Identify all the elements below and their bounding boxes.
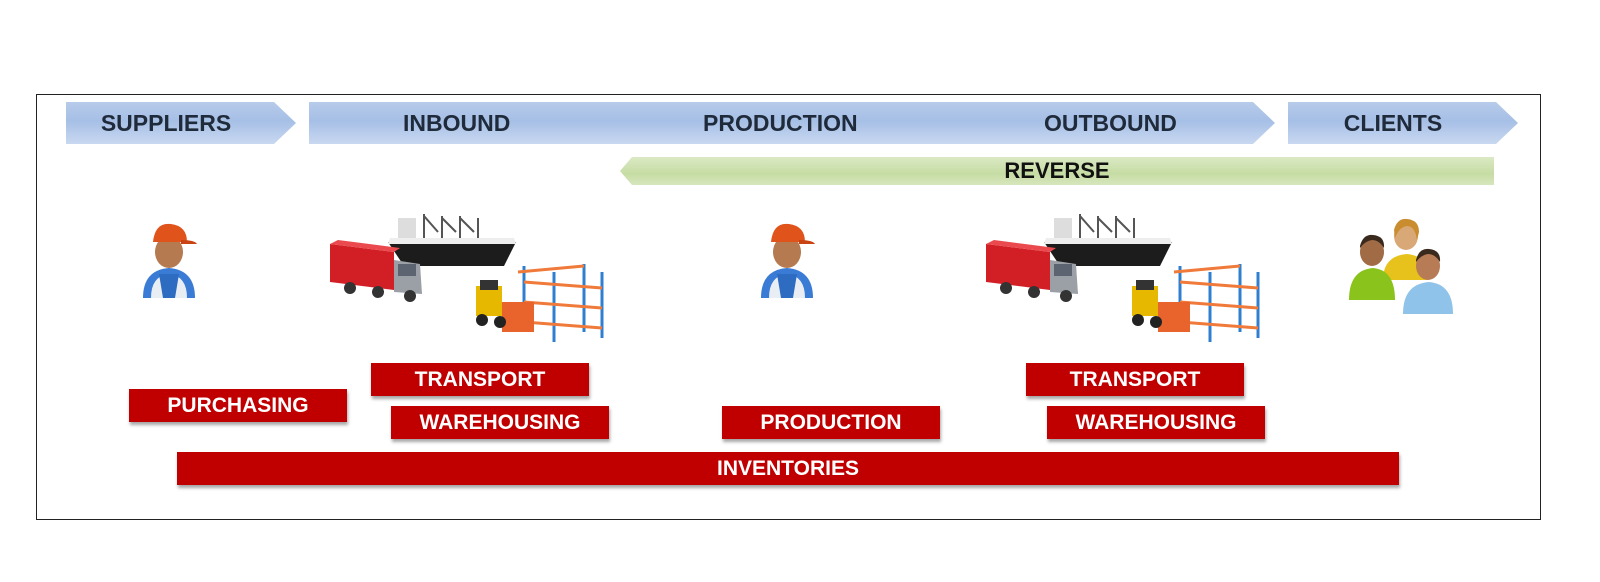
reverse-label: REVERSE: [1004, 158, 1110, 183]
activity-warehousing-inbound: WAREHOUSING: [391, 406, 609, 439]
reverse-arrow: REVERSE: [620, 157, 1494, 185]
activity-transport-inbound-label: TRANSPORT: [414, 367, 546, 391]
clients-group-icon: [1349, 218, 1453, 314]
activity-purchasing-label: PURCHASING: [167, 393, 309, 417]
stage-suppliers-label: SUPPLIERS: [100, 109, 232, 136]
worker-icon: [143, 223, 197, 298]
activity-transport-outbound: TRANSPORT: [1026, 363, 1244, 396]
logistics-icon: [986, 214, 1260, 342]
activity-transport-inbound: TRANSPORT: [371, 363, 589, 396]
stage-main-flow: INBOUND PRODUCTION OUTBOUND: [309, 102, 1275, 144]
activity-purchasing: PURCHASING: [129, 389, 347, 422]
activity-warehousing-outbound-label: WAREHOUSING: [1075, 410, 1237, 434]
logistics-icon: [330, 214, 604, 342]
activity-warehousing-inbound-label: WAREHOUSING: [419, 410, 581, 434]
worker-icon: [761, 223, 815, 298]
activity-inventories: INVENTORIES: [177, 452, 1399, 485]
activity-inventories-label: INVENTORIES: [717, 456, 859, 480]
stage-suppliers: SUPPLIERS: [66, 102, 296, 144]
activity-production-label: PRODUCTION: [760, 410, 902, 434]
stage-clients-label: CLIENTS: [1343, 109, 1443, 136]
stage-clients: CLIENTS: [1288, 102, 1518, 144]
activity-transport-outbound-label: TRANSPORT: [1069, 367, 1201, 391]
stage-inbound-label: INBOUND: [403, 109, 511, 136]
activity-warehousing-outbound: WAREHOUSING: [1047, 406, 1265, 439]
stage-outbound-label: OUTBOUND: [1044, 109, 1177, 136]
activity-production: PRODUCTION: [722, 406, 940, 439]
stage-production-label: PRODUCTION: [703, 109, 858, 136]
